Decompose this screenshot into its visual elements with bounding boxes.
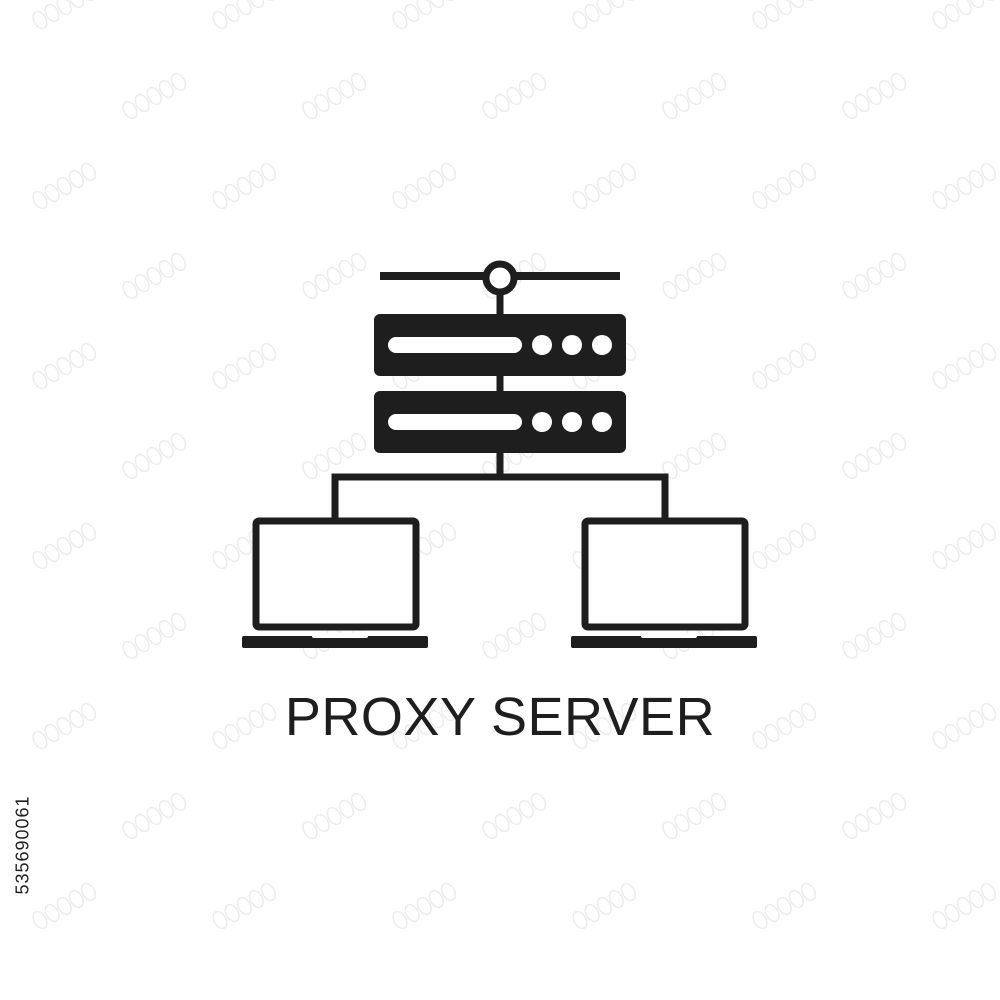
watermark-mark: [662, 252, 727, 300]
watermark-mark: [662, 72, 727, 120]
watermark-mark: [302, 252, 367, 300]
watermark-mark: [932, 0, 997, 30]
watermark-mark: [842, 252, 907, 300]
server-drive-slot: [388, 414, 522, 430]
watermark-mark: [752, 522, 817, 570]
server-led: [592, 335, 612, 355]
watermark-mark: [752, 0, 817, 30]
icon-caption: PROXY SERVER: [284, 687, 716, 747]
watermark-mark: [842, 612, 907, 660]
watermark-mark: [212, 702, 277, 750]
watermark-mark: [32, 882, 97, 930]
watermark-mark: [482, 72, 547, 120]
watermark-mark: [392, 0, 457, 30]
watermark-mark: [122, 432, 187, 480]
watermark-mark: [212, 0, 277, 30]
server-led: [562, 412, 582, 432]
watermark-mark: [932, 342, 997, 390]
watermark-mark: [482, 792, 547, 840]
watermark-mark: [32, 522, 97, 570]
watermark-mark: [122, 612, 187, 660]
watermark-mark: [32, 702, 97, 750]
watermark-mark: [32, 0, 97, 30]
watermark-mark: [392, 162, 457, 210]
stock-id-text: 535690061: [12, 795, 33, 895]
server-led: [592, 412, 612, 432]
network-node-icon: [482, 260, 518, 296]
watermark-mark: [932, 702, 997, 750]
watermark-mark: [302, 72, 367, 120]
watermark-mark: [752, 882, 817, 930]
server-led: [562, 335, 582, 355]
watermark-mark: [752, 162, 817, 210]
server-led: [532, 412, 552, 432]
watermark-mark: [32, 162, 97, 210]
server-unit-top: [374, 314, 626, 376]
watermark-mark: [932, 882, 997, 930]
watermark-mark: [32, 342, 97, 390]
watermark-mark: [842, 792, 907, 840]
watermark-mark: [572, 0, 637, 30]
watermark-mark: [302, 432, 367, 480]
watermark-mark: [662, 792, 727, 840]
watermark-mark: [932, 162, 997, 210]
stock-id-label: 535690061: [8, 765, 38, 925]
watermark-mark: [392, 882, 457, 930]
network-bus: [380, 260, 620, 318]
watermark-mark: [122, 72, 187, 120]
server-unit-bottom: [374, 391, 626, 453]
watermark-mark: [572, 882, 637, 930]
watermark-mark: [842, 72, 907, 120]
watermark-mark: [122, 252, 187, 300]
watermark-mark: [572, 162, 637, 210]
watermark-mark: [212, 162, 277, 210]
client-connection-lines: [331, 453, 669, 520]
watermark-mark: [212, 882, 277, 930]
watermark-mark: [932, 522, 997, 570]
watermark-mark: [212, 342, 277, 390]
client-laptop-left-icon: [242, 517, 428, 648]
server-drive-slot: [388, 337, 522, 353]
watermark-mark: [572, 702, 637, 750]
server-led: [532, 335, 552, 355]
watermark-mark: [482, 612, 547, 660]
watermark-mark: [302, 792, 367, 840]
stock-watermark-pattern: [32, 0, 997, 930]
watermark-mark: [842, 432, 907, 480]
watermark-mark: [392, 702, 457, 750]
watermark-mark: [752, 702, 817, 750]
watermark-mark: [752, 342, 817, 390]
client-laptop-right-icon: [571, 517, 757, 648]
watermark-mark: [122, 792, 187, 840]
watermark-mark: [662, 432, 727, 480]
